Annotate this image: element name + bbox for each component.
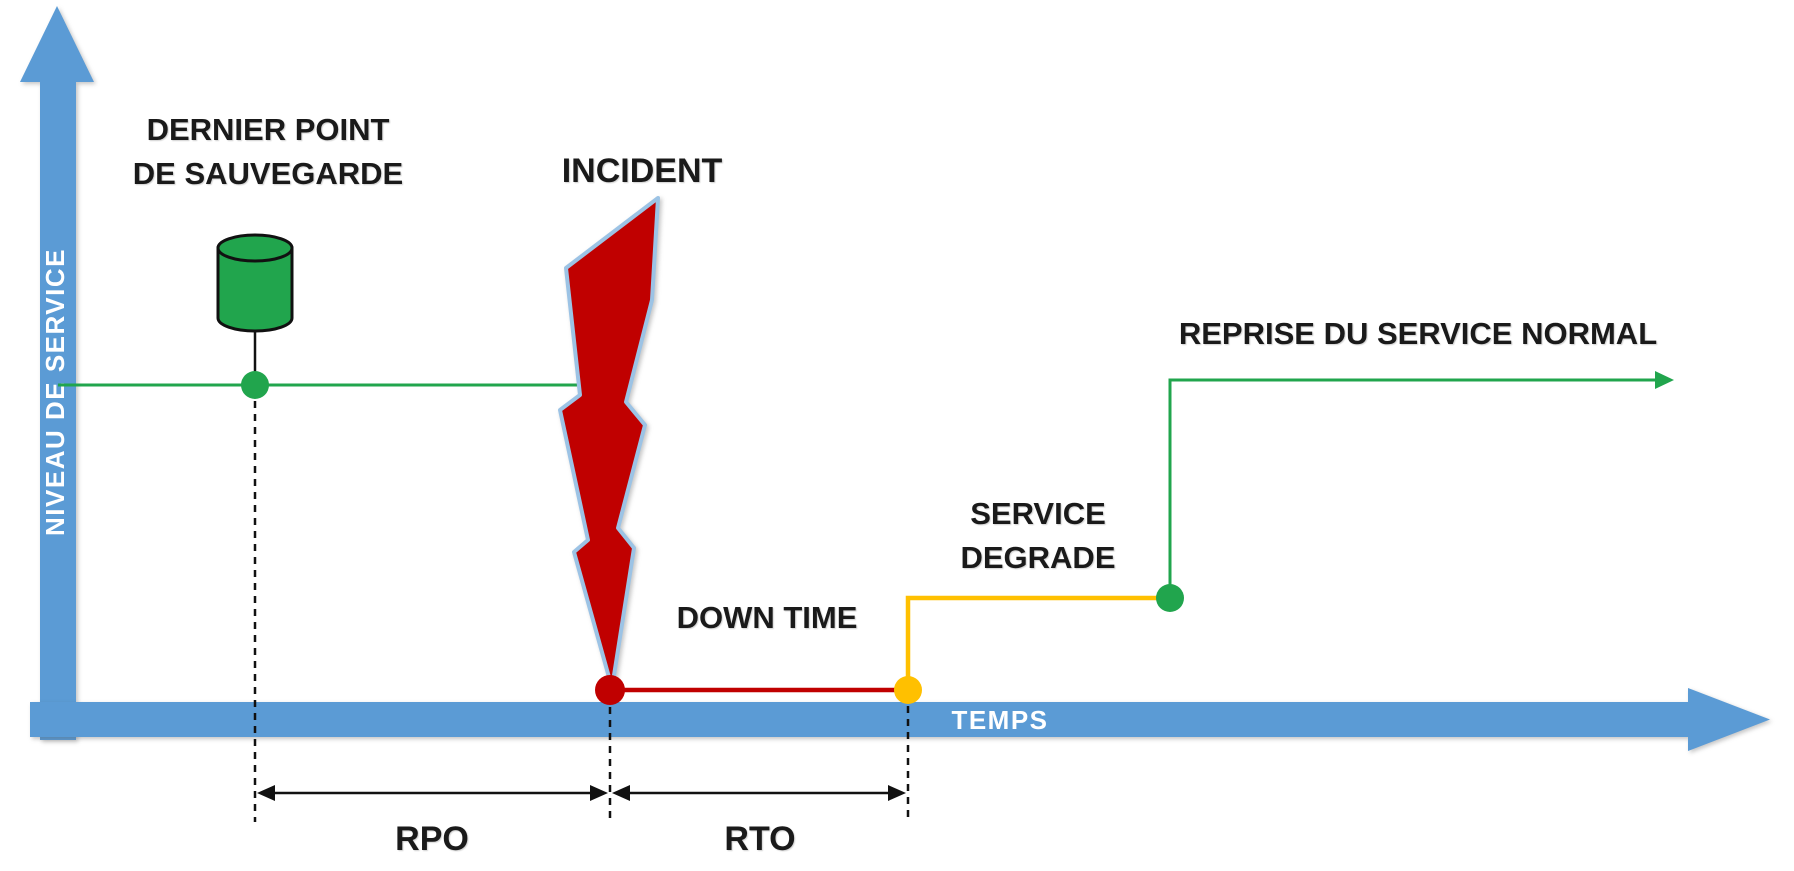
incident-label: INCIDENT: [562, 152, 723, 190]
degraded-label-line2: DEGRADE: [960, 540, 1115, 575]
incident-lightning-icon: [558, 196, 660, 690]
rpo-arrowhead-right: [590, 785, 608, 801]
rto-label: RTO: [724, 820, 795, 858]
rto-arrowhead-right: [888, 785, 906, 801]
rto-arrowhead-left: [612, 785, 630, 801]
x-axis-label: TEMPS: [951, 705, 1048, 735]
degraded-service-line: [905, 595, 1170, 690]
backup-database-icon-top: [216, 233, 294, 263]
backup-point-dot: [241, 371, 269, 399]
recovery-label: REPRISE DU SERVICE NORMAL: [1179, 316, 1657, 351]
rpo-label: RPO: [395, 820, 469, 858]
degraded-label-line1: SERVICE: [970, 496, 1106, 531]
rpo-arrowhead-left: [257, 785, 275, 801]
backup-label-line1: DERNIER POINT: [147, 112, 390, 147]
recovery-line: [1168, 378, 1656, 598]
y-axis-label: NIVEAU DE SERVICE: [40, 248, 70, 536]
x-axis-arrow: [30, 688, 1770, 751]
recovery-line-arrowhead: [1655, 371, 1674, 389]
backup-label-line2: DE SAUVEGARDE: [133, 156, 403, 191]
downtime-label: DOWN TIME: [677, 600, 858, 635]
y-axis-arrow: [20, 6, 94, 740]
backup-database-icon: [216, 246, 294, 333]
